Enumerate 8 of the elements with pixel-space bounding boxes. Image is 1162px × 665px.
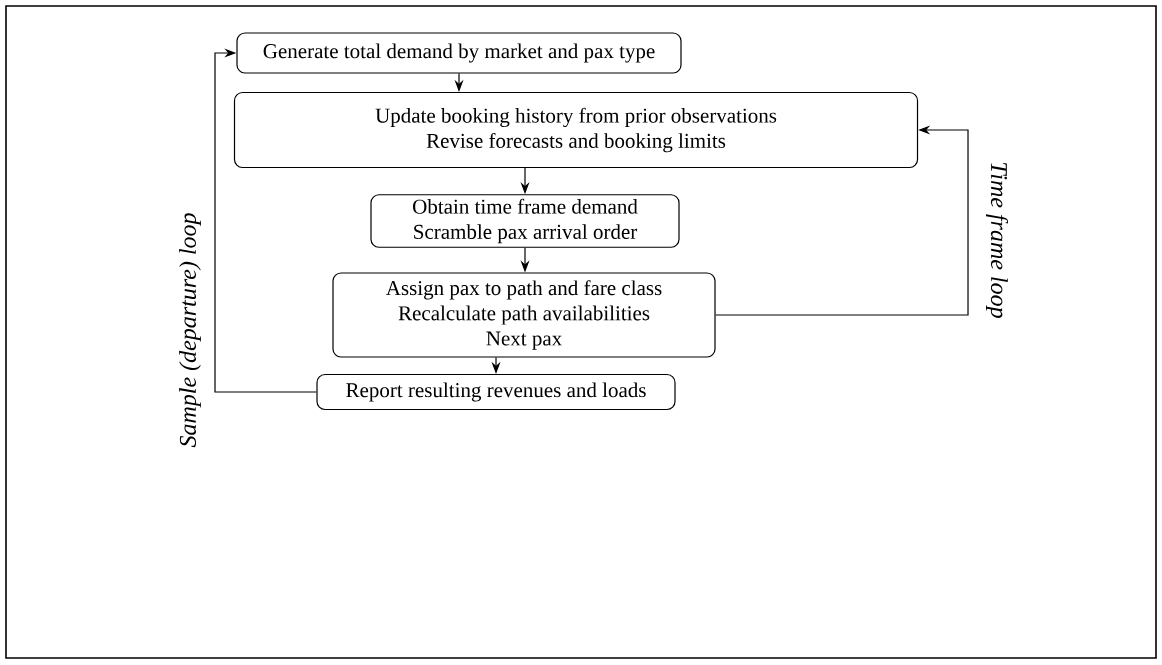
process-box: Assign pax to path and fare class Recalculate path availabilities Next pax: [332, 272, 716, 358]
edge-label: Time frame loop: [984, 159, 1010, 321]
process-box: Update booking history from prior observations Revise forecasts and booking limits: [233, 91, 919, 169]
process-box: Obtain time frame demand Scramble pax arrival order: [370, 194, 680, 248]
process-box: Generate total demand by market and pax type: [236, 32, 682, 74]
edge-label: Sample (departure) loop: [177, 210, 203, 450]
arrow: [214, 48, 317, 393]
process-box: Report resulting revenues and loads: [316, 373, 676, 411]
